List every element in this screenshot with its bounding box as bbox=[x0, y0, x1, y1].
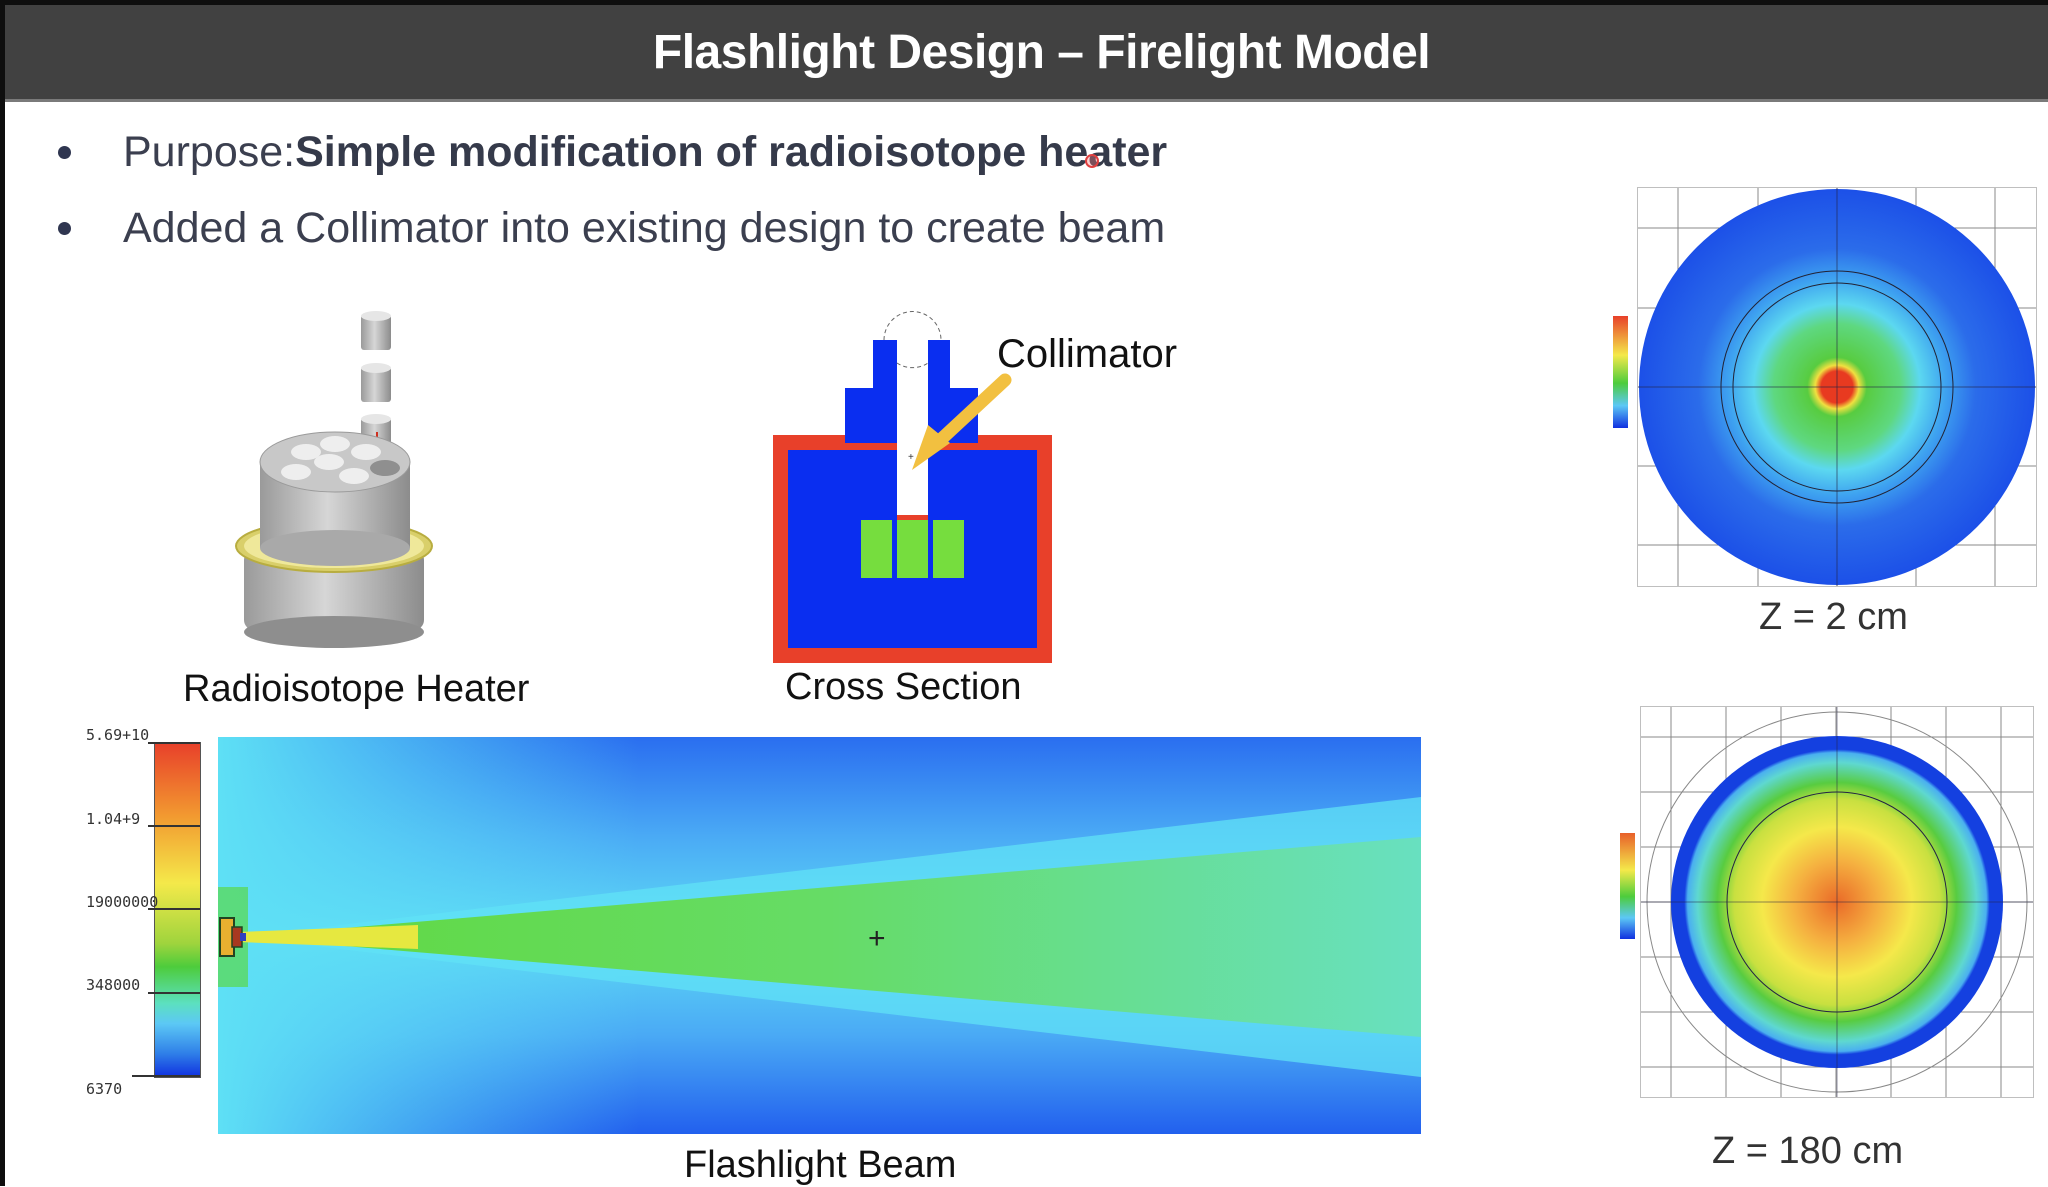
beam-caption: Flashlight Beam bbox=[684, 1144, 957, 1186]
source-assembly-icon bbox=[219, 917, 246, 957]
collimator-callout-label: Collimator bbox=[997, 332, 1178, 376]
colorbar-tick bbox=[148, 908, 200, 910]
z2-caption: Z = 2 cm bbox=[1759, 596, 1908, 638]
heater-caption: Radioisotope Heater bbox=[183, 668, 530, 710]
z180-flux-plot bbox=[1640, 706, 2034, 1098]
cross-section-caption: Cross Section bbox=[785, 666, 1022, 708]
colorbar-label: 19000000 bbox=[86, 893, 159, 911]
cross-section-diagram: + bbox=[773, 311, 1052, 663]
colorbar-label-min: 6370 bbox=[86, 1080, 123, 1098]
radioisotope-heater-illustration bbox=[235, 311, 433, 648]
bullet-dot-icon bbox=[58, 222, 71, 235]
colorbar-tick bbox=[132, 1075, 200, 1077]
collimator-channel bbox=[897, 340, 928, 518]
slide-title: Flashlight Design – Firelight Model bbox=[652, 25, 1431, 79]
bullet-purpose: Purpose: Simple modification of radioiso… bbox=[58, 128, 1167, 177]
colorbar-tick bbox=[148, 825, 200, 827]
colorbar-label-max: 5.69+10 bbox=[86, 726, 150, 744]
z2-colorbar bbox=[1613, 316, 1628, 428]
beam-colorbar bbox=[154, 742, 201, 1078]
z2-flux-plot bbox=[1637, 187, 2037, 587]
bullet-dot-icon bbox=[58, 146, 71, 159]
colorbar-label: 348000 bbox=[86, 976, 141, 994]
bullet-bold: Simple modification of radioisotope heat… bbox=[295, 128, 1168, 176]
pellet-icon bbox=[361, 311, 391, 453]
bullet-prefix: Purpose: bbox=[123, 128, 296, 176]
slide-title-bar: Flashlight Design – Firelight Model bbox=[5, 5, 2048, 102]
window-frame-top bbox=[0, 0, 2048, 5]
beam-center-crosshair-icon: + bbox=[868, 922, 886, 955]
window-frame-left bbox=[0, 0, 5, 1186]
colorbar-label: 1.04+9 bbox=[86, 810, 141, 828]
pointer-cursor-icon bbox=[1085, 154, 1099, 168]
flashlight-beam-heatmap bbox=[218, 737, 1421, 1134]
colorbar-tick bbox=[148, 742, 200, 744]
arrow-icon bbox=[912, 373, 1012, 470]
bullet-collimator: Added a Collimator into existing design … bbox=[58, 204, 1165, 253]
z180-colorbar bbox=[1620, 833, 1635, 939]
svg-text:+: + bbox=[908, 452, 914, 463]
z180-caption: Z = 180 cm bbox=[1712, 1130, 1904, 1172]
colorbar-tick bbox=[148, 992, 200, 994]
bullet-text: Added a Collimator into existing design … bbox=[123, 204, 1166, 252]
